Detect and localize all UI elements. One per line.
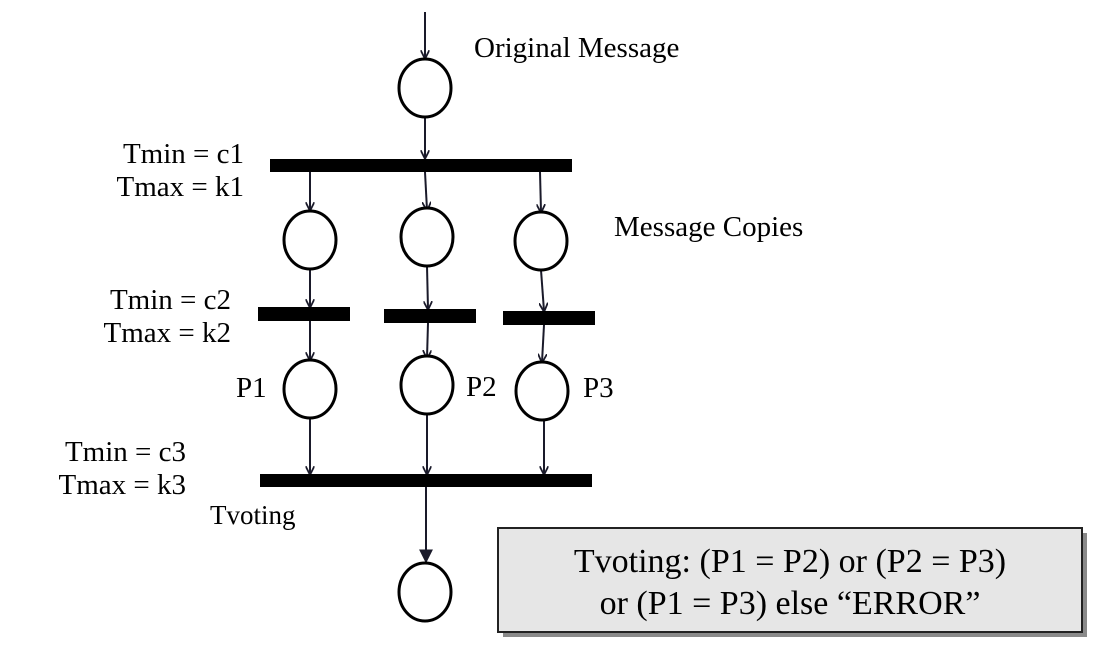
label-p1: P1 — [236, 372, 267, 404]
note-box — [497, 527, 1083, 633]
place-copy-1 — [282, 209, 338, 271]
label-t2-max: Tmax = k2 — [104, 317, 232, 349]
transition-t1 — [270, 159, 572, 172]
arc-copy3-to-t2c — [541, 269, 544, 311]
label-t2-min: Tmin = c2 — [110, 284, 231, 316]
label-t1-max: Tmax = k1 — [117, 171, 245, 203]
place-p3 — [514, 360, 570, 422]
place-p2 — [399, 354, 455, 416]
place-p1 — [282, 358, 338, 420]
arc-copy2-to-t2b — [427, 265, 428, 309]
transition-t2-c — [503, 311, 595, 325]
labels: Original Message Message Copies Tmin = c… — [59, 32, 804, 530]
arcs — [310, 12, 544, 564]
label-p2: P2 — [466, 371, 497, 403]
arc-t1-to-copy2 — [425, 171, 427, 210]
place-copy-3 — [513, 210, 569, 272]
transition-t2-b — [384, 309, 476, 323]
label-t1-min: Tmin = c1 — [123, 138, 244, 170]
note-line-1: Tvoting: (P1 = P2) or (P2 = P3) — [574, 543, 1006, 580]
arc-t1-to-copy3 — [540, 171, 541, 212]
arc-t2b-to-p2 — [427, 322, 428, 358]
place-output — [397, 561, 453, 623]
transitions — [258, 159, 595, 487]
place-original-message — [397, 57, 453, 119]
places — [282, 57, 570, 623]
tvoting-rule-note: Tvoting: (P1 = P2) or (P2 = P3) or (P1 =… — [497, 527, 1087, 637]
label-original-message: Original Message — [474, 32, 679, 64]
note-line-2: or (P1 = P3) else “ERROR” — [600, 585, 981, 622]
transition-t2-a — [258, 307, 350, 321]
label-p3: P3 — [583, 372, 614, 404]
label-message-copies: Message Copies — [614, 211, 803, 243]
arc-t2c-to-p3 — [542, 324, 544, 362]
label-t3-min: Tmin = c3 — [65, 436, 186, 468]
label-t3-max: Tmax = k3 — [59, 469, 187, 501]
label-tvoting: Tvoting — [210, 500, 296, 530]
place-copy-2 — [399, 206, 455, 268]
transition-tvoting — [260, 474, 592, 487]
